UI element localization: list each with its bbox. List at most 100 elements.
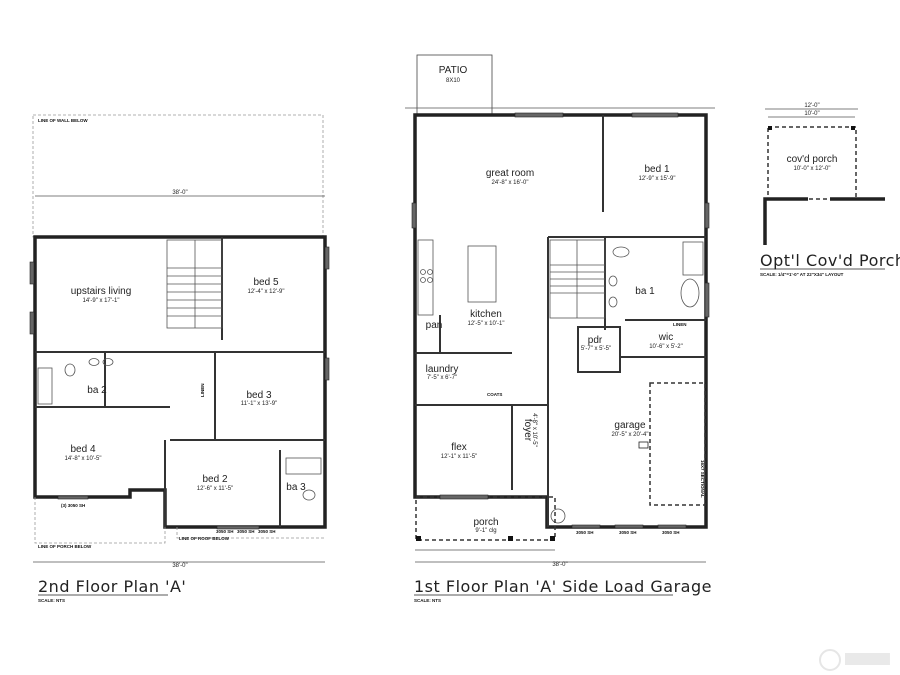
sink-icon — [102, 358, 114, 366]
staircase — [549, 239, 606, 319]
svg-text:ba 3: ba 3 — [286, 482, 306, 493]
optional-covered-porch-plan: 12'-0" 10'-0" cov'd porch 10'-0" x 12'-0… — [760, 103, 900, 277]
ac-unit-icon — [550, 508, 566, 524]
line-of-wall-below — [32, 114, 324, 238]
water-heater-icon — [638, 441, 649, 449]
window-label: 3050 SH — [258, 529, 276, 534]
window — [439, 494, 489, 500]
svg-text:12'-5" x 10'-1": 12'-5" x 10'-1" — [468, 321, 505, 327]
linen-closet-label: LINEN — [200, 384, 205, 398]
svg-text:pan: pan — [426, 320, 443, 331]
svg-text:wic: wic — [658, 332, 673, 343]
window — [29, 261, 35, 285]
stove-burner-icon — [420, 269, 426, 275]
linen-closet-label: LINEN — [673, 322, 687, 327]
svg-text:24'-8" x 16'-0": 24'-8" x 16'-0" — [492, 180, 529, 186]
room-bed-4: bed 4 14'-8" x 10'-5" — [65, 444, 102, 462]
window-label: 3050 SH — [576, 530, 594, 535]
bathtub-icon — [285, 457, 322, 475]
overall-dimension: 38'-0" — [552, 562, 567, 568]
porch-post — [550, 536, 555, 541]
line-of-wall-below-note: LINE OF WALL BELOW — [38, 118, 88, 123]
svg-text:bed 4: bed 4 — [70, 444, 95, 455]
kitchen-island — [467, 245, 497, 303]
toilet-icon — [302, 489, 316, 501]
window — [657, 524, 687, 529]
room-garage: garage 20'-5" x 20'-4" — [612, 420, 649, 438]
exterior-wall — [33, 235, 327, 529]
covered-porch-label: cov'd porch — [787, 154, 838, 165]
svg-text:great room: great room — [486, 168, 534, 179]
outer-dimension: 12'-0" — [804, 103, 819, 109]
room-ba-1: ba 1 — [635, 286, 655, 297]
second-floor-title: 2nd Floor Plan 'A' — [38, 577, 186, 596]
inner-dimension: 10'-0" — [804, 111, 819, 117]
patio-label: PATIO — [439, 65, 468, 76]
svg-text:ba 1: ba 1 — [635, 286, 655, 297]
window-label: 3050 SH — [237, 529, 255, 534]
stove-burner-icon — [427, 277, 433, 283]
room-wic: wic 10'-6" x 5'-2" — [649, 332, 683, 350]
window-label: 3050 SH — [216, 529, 234, 534]
patio-size: 8X10 — [446, 78, 461, 84]
svg-text:14'-9" x 17'-1": 14'-9" x 17'-1" — [83, 298, 120, 304]
room-laundry: laundry 7'-5" x 6'-7" — [426, 364, 459, 381]
toilet-icon — [612, 246, 630, 258]
svg-text:12'-9" x 15'-9": 12'-9" x 15'-9" — [639, 176, 676, 182]
coats-closet-label: COATS — [487, 392, 502, 397]
optional-porch-title: Opt'l Cov'd Porch — [760, 251, 900, 270]
shower-icon — [682, 241, 704, 276]
room-great-room: great room 24'-8" x 16'-0" — [486, 168, 534, 186]
room-pdr: pdr 5'-7" x 5'-5" — [581, 335, 611, 352]
garage-door-line — [649, 382, 706, 506]
line-of-porch-below-note: LINE OF PORCH BELOW — [38, 544, 92, 549]
room-bed-3: bed 3 11'-1" x 13'-9" — [241, 390, 277, 407]
toilet-icon — [64, 363, 76, 377]
svg-text:5'-7" x 5'-5": 5'-7" x 5'-5" — [581, 346, 611, 352]
stove-burner-icon — [427, 269, 433, 275]
second-floor-scale: SCALE: NTS — [38, 598, 65, 603]
overall-dimension: 38'-0" — [172, 563, 187, 569]
line-of-porch-below — [34, 497, 166, 544]
svg-text:porch: porch — [473, 517, 498, 528]
svg-text:foyer: foyer — [522, 419, 533, 442]
svg-text:12'-4" x 12'-9": 12'-4" x 12'-9" — [248, 289, 285, 295]
svg-text:bed 3: bed 3 — [246, 390, 271, 401]
window — [216, 525, 260, 530]
window — [29, 311, 35, 335]
window — [514, 112, 564, 118]
window — [704, 202, 710, 229]
svg-text:11'-1" x 13'-9": 11'-1" x 13'-9" — [241, 401, 277, 407]
room-ba-2: ba 2 — [87, 385, 107, 396]
covered-porch-outline — [767, 126, 857, 200]
window — [704, 282, 710, 318]
svg-text:kitchen: kitchen — [470, 309, 502, 320]
bathtub-icon — [37, 367, 53, 405]
room-ba-3: ba 3 — [286, 482, 306, 493]
svg-text:7'-5" x 6'-7": 7'-5" x 6'-7" — [427, 375, 457, 381]
line-of-roof-below — [176, 527, 325, 539]
svg-text:10'-6" x 5'-2": 10'-6" x 5'-2" — [649, 344, 683, 350]
window — [57, 495, 89, 500]
porch-post — [851, 126, 855, 130]
window — [631, 112, 679, 118]
porch-post — [508, 536, 513, 541]
svg-text:upstairs living: upstairs living — [71, 286, 132, 297]
window — [571, 524, 601, 529]
porch-post — [768, 126, 772, 130]
sink-icon — [608, 275, 618, 287]
sink-icon — [608, 296, 618, 308]
svg-text:14'-8" x 10'-5": 14'-8" x 10'-5" — [65, 456, 102, 462]
overall-dimension: 38'-0" — [172, 190, 187, 196]
svg-text:pdr: pdr — [588, 335, 603, 346]
window — [324, 246, 330, 270]
sink-icon — [88, 358, 100, 366]
room-bed-5: bed 5 12'-4" x 12'-9" — [248, 277, 285, 295]
patio — [416, 54, 493, 116]
room-bed-1: bed 1 12'-9" x 15'-9" — [639, 164, 676, 182]
svg-text:12'-6" x 11'-5": 12'-6" x 11'-5" — [197, 486, 233, 492]
window-label: 3050 SH — [619, 530, 637, 535]
first-floor-scale: SCALE: NTS — [414, 598, 441, 603]
stove-burner-icon — [420, 277, 426, 283]
